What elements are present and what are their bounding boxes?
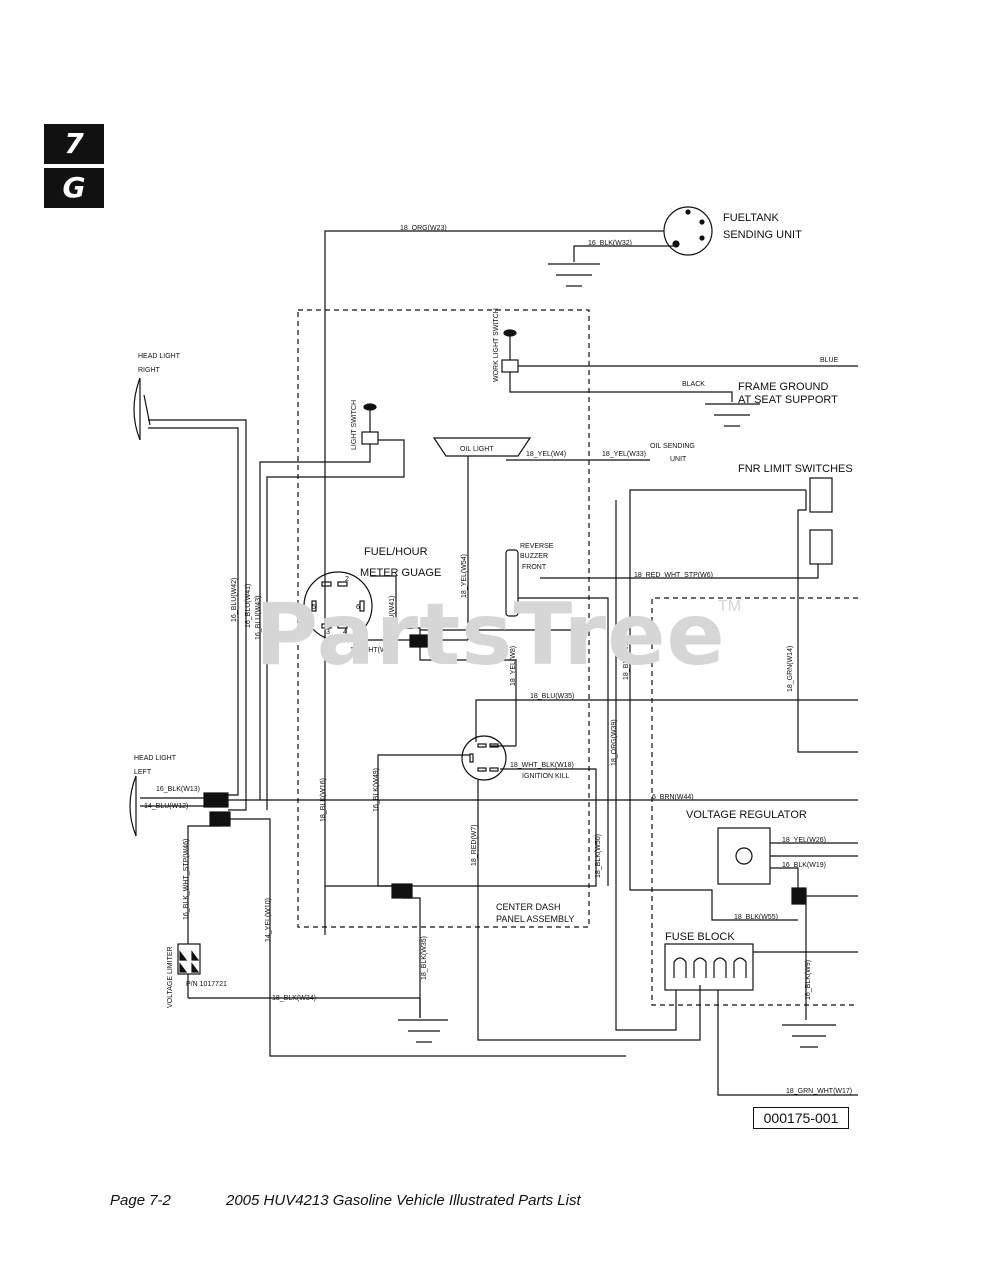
meter-label-2: METER GUAGE: [360, 567, 441, 579]
drawing-number: 000175-001: [753, 1107, 849, 1129]
wire-label-w26: 18_YEL(W26): [782, 837, 826, 844]
pin-3: 3: [326, 629, 330, 636]
fueltank-label-1: FUELTANK: [723, 212, 779, 224]
wire-label-w17: 18_GRN_WHT(W17): [786, 1088, 852, 1095]
ground-symbol: [705, 403, 760, 427]
pin-2: 2: [345, 576, 349, 583]
ground-symbol: [548, 263, 600, 287]
wire-label-w43: 16_BLU(W43): [255, 596, 262, 640]
wire-label-w50: 18_BLK(W50): [595, 834, 602, 878]
wire-label-w13: 16_BLK(W13): [156, 786, 200, 793]
wire-label-w41: 16_BLU(W41): [245, 584, 252, 628]
wire-label-w35b: 18_BLK(W35): [421, 936, 428, 980]
watermark-trademark: TM: [718, 598, 742, 615]
wire-label-w12: 14_BLU(W12): [144, 803, 188, 810]
ground-symbol: [782, 1024, 836, 1048]
wire-label-w6: 18_RED_WHT_STP(W6): [634, 572, 713, 579]
wire-label-w8: 18_YEL(W8): [510, 646, 517, 686]
pin-6: 6: [356, 604, 360, 611]
wire-label-w39: 18_ORG(W39): [611, 719, 618, 766]
oil-sending-label-1: OIL SENDING: [650, 443, 695, 450]
wire-label-blue: BLUE: [820, 357, 839, 364]
head-light-right-label-2: RIGHT: [138, 367, 161, 374]
reverse-buzzer-label-1: REVERSE: [520, 543, 554, 550]
wire-label-w34: 18_BLK(W34): [272, 995, 316, 1002]
fnr-limit-switch-2: [809, 529, 833, 565]
connector-regulator: [791, 887, 807, 905]
head-light-left-label-1: HEAD LIGHT: [134, 755, 177, 762]
voltage-regulator-area-box: [651, 597, 858, 1006]
footer-title: 2005 HUV4213 Gasoline Vehicle Illustrate…: [226, 1192, 581, 1209]
oil-sending-label-2: UNIT: [670, 456, 687, 463]
light-switch: [361, 403, 379, 445]
frame-ground-label-1: FRAME GROUND: [738, 381, 829, 393]
wire-label-w46: 16_BLK_WHT_STP(W46): [183, 839, 190, 920]
work-light-switch: [501, 329, 519, 373]
voltage-regulator-label: VOLTAGE REGULATOR: [686, 809, 807, 821]
head-light-right-label-1: HEAD LIGHT: [138, 353, 181, 360]
center-dash-label-2: PANEL ASSEMBLY: [496, 914, 574, 924]
light-switch-label: LIGHT SWITCH: [351, 400, 358, 450]
reverse-buzzer-label-3: FRONT: [522, 564, 547, 571]
wire-label-w9: 16_BLK(W9): [805, 960, 812, 1000]
ignition-switch: [461, 735, 507, 781]
fuel-hour-meter-gauge: [303, 571, 373, 641]
voltage-regulator: [717, 827, 771, 885]
head-light-left: [129, 775, 137, 837]
wire-label-w7: 18_RED(W7): [471, 824, 478, 866]
center-dash-panel-box: [297, 309, 590, 928]
watermark: PartsTree: [255, 585, 726, 685]
wire-label-w44: 6_BRN(W44): [652, 794, 694, 801]
oil-light-label: OIL LIGHT: [460, 446, 494, 453]
head-light-right: [133, 377, 151, 441]
reverse-buzzer: [505, 549, 519, 617]
wire-label-w33: 18_YEL(W33): [602, 451, 646, 458]
pin-5: 5: [312, 604, 316, 611]
wire-label-w35: 18_BLU(W35): [530, 693, 574, 700]
frame-ground-label-2: AT SEAT SUPPORT: [738, 394, 838, 406]
reverse-buzzer-label-2: BUZZER: [520, 553, 548, 560]
ignition-kill-label: IGNITION KILL: [522, 773, 570, 780]
wire-label-w40: 18_WHT(W40): [350, 647, 397, 654]
wire-label-black: BLACK: [682, 381, 705, 388]
wire-label-w11: 18_BLK(W11): [623, 637, 630, 680]
center-dash-label-1: CENTER DASH: [496, 902, 561, 912]
connector-left-1: [203, 792, 229, 808]
wire-label-w32: 16_BLK(W32): [588, 240, 632, 247]
meter-label-1: FUEL/HOUR: [364, 546, 428, 558]
wire-label-w16: 18_BLK(W16): [320, 778, 327, 822]
section-tab-letter: G: [44, 168, 104, 208]
fueltank-sending-unit: [663, 206, 713, 256]
wire-label-w42: 16_BLU(W42): [231, 578, 238, 622]
connector-left-2: [209, 811, 231, 827]
fuse-block: [664, 943, 754, 991]
wire-label-w49: 16_BLK(W49): [373, 768, 380, 812]
oil-light: [432, 437, 532, 457]
wire-label-w10: 14_YEL(W10): [265, 898, 272, 942]
fnr-limit-switch-1: [809, 477, 833, 513]
ground-symbol: [398, 1019, 448, 1043]
section-tab-number: 7: [44, 124, 104, 164]
head-light-left-label-2: LEFT: [134, 769, 152, 776]
fnr-label: FNR LIMIT SWITCHES: [738, 463, 853, 475]
voltage-limiter: [177, 943, 201, 975]
wire-label-w23: 18_ORG(W23): [400, 225, 447, 232]
wire-label-w41b: 18_BLU(W41): [389, 596, 396, 640]
wire-label-w54: 18_YEL(W54): [461, 554, 468, 598]
wire-label-w55: 18_BLK(W55): [734, 914, 778, 921]
wire-label-w4: 18_YEL(W4): [526, 451, 566, 458]
footer-page: Page 7-2: [110, 1192, 171, 1209]
fuse-block-label: FUSE BLOCK: [665, 931, 735, 943]
connector-meter: [409, 634, 429, 648]
voltage-limiter-label: VOLTAGE LIMITER: [167, 946, 174, 1008]
work-light-switch-label: WORK LIGHT SWITCH: [493, 308, 500, 382]
wire-label-w14: 18_GRN(W14): [787, 646, 794, 692]
pin-4: 4: [343, 629, 347, 636]
part-number-label: P/N 1017721: [186, 981, 227, 988]
fueltank-label-2: SENDING UNIT: [723, 229, 802, 241]
wire-label-w19: 16_BLK(W19): [782, 862, 826, 869]
connector-center: [391, 883, 413, 899]
wire-label-w18: 18_WHT_BLK(W18): [510, 762, 574, 769]
